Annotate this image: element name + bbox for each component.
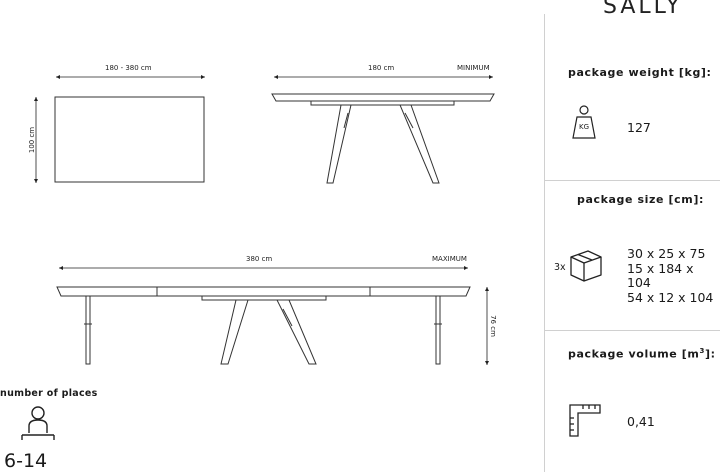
top-depth-label: 100 cm — [28, 126, 36, 154]
maximum-label: MAXIMUM — [432, 255, 467, 263]
top-view — [34, 75, 205, 183]
weight-value: 127 — [627, 120, 651, 135]
height-label: 76 cm — [489, 315, 497, 337]
max-width-label: 380 cm — [246, 255, 273, 263]
volume-title-prefix: package volume [m — [568, 347, 700, 361]
person-icon — [21, 406, 55, 440]
places-value: 6-14 — [4, 450, 48, 472]
ruler-icon — [568, 403, 604, 439]
technical-drawing — [21, 75, 495, 440]
size-row: 15 x 184 x 104 — [627, 260, 694, 290]
size-row: 54 x 12 x 104 — [627, 289, 714, 305]
volume-title-suffix: ]: — [704, 347, 716, 361]
weight-icon: KG — [570, 104, 598, 140]
size-row: 30 x 25 x 75 — [627, 246, 706, 261]
size-list: 30 x 25 x 75 15 x 184 x 104 54 x 12 x 10… — [627, 246, 720, 305]
product-name: SALLY — [603, 0, 683, 19]
min-width-label: 180 cm — [368, 64, 395, 72]
side-view-minimum — [271, 75, 495, 184]
divider-weight — [544, 180, 720, 181]
minimum-label: MINIMUM — [457, 64, 490, 72]
column-divider — [544, 14, 545, 472]
divider-size — [544, 330, 720, 331]
volume-title-sup: 3 — [699, 347, 705, 355]
kg-badge: KG — [578, 123, 589, 131]
weight-title: package weight [kg]: — [568, 66, 712, 79]
box-count: 3x — [554, 262, 566, 273]
places-label: number of places — [0, 388, 98, 399]
side-view-maximum — [56, 266, 489, 365]
box-icon — [568, 248, 604, 284]
volume-title: package volume [m3]: — [568, 347, 716, 361]
volume-value: 0,41 — [627, 414, 655, 429]
top-width-label: 180 - 380 cm — [105, 64, 152, 72]
size-title: package size [cm]: — [577, 193, 704, 206]
